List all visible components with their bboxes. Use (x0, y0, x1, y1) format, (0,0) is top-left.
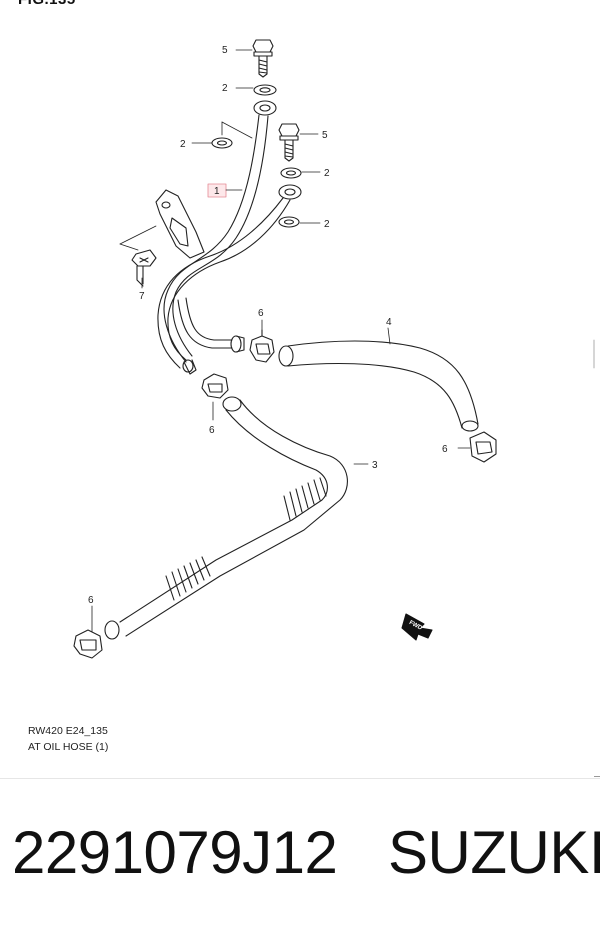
clamp-right (469, 431, 497, 463)
edge-mark (594, 776, 600, 777)
diagram-name: AT OIL HOSE (1) (28, 741, 109, 753)
brand-name: SUZUKI (388, 819, 600, 886)
washer-right-lower (278, 216, 300, 228)
callout-clamp-right: 6 (442, 444, 448, 455)
exploded-parts-diagram: 5 2 2 5 2 2 1 7 6 4 6 3 6 6 FWD (73, 39, 595, 659)
washer-left (211, 137, 233, 149)
callout-bolt-top: 5 (222, 45, 228, 56)
callout-washer-top: 2 (222, 83, 228, 94)
callout-washer-left: 2 (180, 139, 186, 150)
callout-screw: 7 (139, 291, 145, 302)
washer-top (253, 84, 277, 96)
callout-washer-right-lower: 2 (324, 219, 330, 230)
mounting-bracket (155, 189, 205, 259)
hose-3 (104, 396, 348, 640)
diagram-code: RW420 E24_135 (28, 725, 108, 737)
part-number: 2291079J12 (12, 819, 338, 886)
forward-arrow-icon (401, 613, 433, 641)
callout-hose-4: 4 (386, 317, 392, 328)
callout-hose-pipe: 1 (214, 186, 220, 197)
clamp-left (201, 373, 229, 399)
washer-right-upper (280, 167, 302, 179)
bolt-top (252, 39, 274, 78)
hose-4 (278, 340, 479, 432)
footer: 2291079J12 SUZUKI (0, 800, 600, 910)
callout-clamp-left: 6 (209, 425, 215, 436)
callout-bolt-right: 5 (322, 130, 328, 141)
callout-washer-right-upper: 2 (324, 168, 330, 179)
divider (0, 778, 600, 779)
clamp-mid (249, 329, 275, 363)
callout-hose-3: 3 (372, 460, 378, 471)
bolt-right (278, 123, 300, 162)
callout-clamp-mid: 6 (258, 308, 264, 319)
clamp-bottom (73, 629, 103, 659)
callout-clamp-bottom: 6 (88, 595, 94, 606)
hose-pipe-assembly (157, 100, 302, 375)
screw (131, 249, 157, 287)
figure-title: FIG.135 (18, 0, 76, 8)
